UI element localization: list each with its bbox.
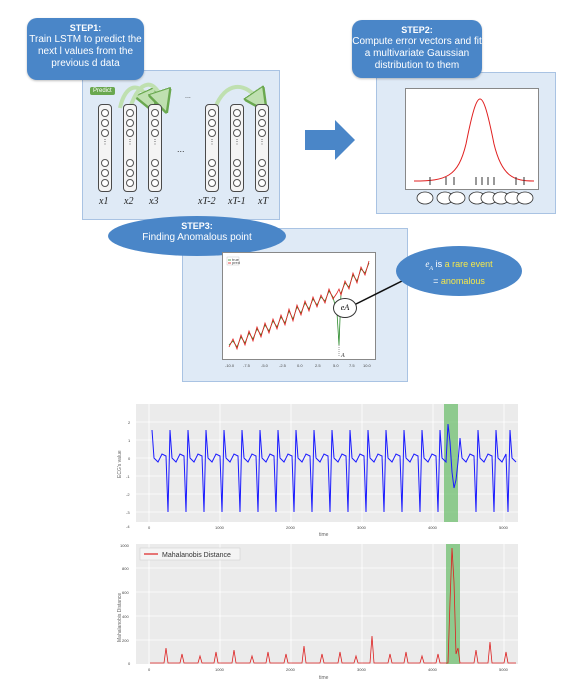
gaussian-curve bbox=[413, 98, 535, 182]
svg-text:0.0: 0.0 bbox=[297, 363, 303, 368]
svg-text:0: 0 bbox=[128, 456, 131, 461]
gaussian-plot bbox=[405, 88, 539, 190]
lstm-label-xT-1: xT-1 bbox=[228, 196, 246, 207]
svg-text:800: 800 bbox=[122, 566, 129, 571]
lstm-column-1: ⋮ bbox=[98, 104, 112, 192]
step2-callout: STEP2: Compute error vectors and fit a m… bbox=[352, 20, 482, 78]
lstm-predict-arrows: ... bbox=[118, 82, 275, 114]
svg-text:1: 1 bbox=[128, 438, 131, 443]
svg-text:-7.5: -7.5 bbox=[243, 363, 251, 368]
svg-text:10.0: 10.0 bbox=[363, 363, 372, 368]
ecg-yticks: 2 1 0 -1 -2 -3 -4 bbox=[126, 420, 131, 529]
svg-text:400: 400 bbox=[122, 614, 129, 619]
svg-text:5.0: 5.0 bbox=[333, 363, 339, 368]
predict-arrow-3 bbox=[213, 84, 260, 108]
lstm-label-xT-2: xT-2 bbox=[198, 196, 216, 207]
anomaly-cloud-highlight-2: anomalous bbox=[440, 275, 485, 286]
svg-text:200: 200 bbox=[122, 638, 129, 643]
step-arrow-icon bbox=[305, 120, 355, 160]
svg-text:3000: 3000 bbox=[357, 525, 367, 530]
step1-title: STEP1: bbox=[69, 23, 102, 33]
anomaly-point-label: A bbox=[340, 353, 345, 359]
ecg-xlabel: time bbox=[319, 532, 329, 538]
predict-label: Predict bbox=[90, 87, 115, 95]
anomaly-error-node: eA bbox=[333, 298, 357, 318]
svg-text:5000: 5000 bbox=[499, 667, 509, 672]
svg-text:4000: 4000 bbox=[428, 525, 438, 530]
svg-text:-2.5: -2.5 bbox=[279, 363, 287, 368]
mahal-anomaly-band bbox=[446, 544, 460, 664]
lstm-label-x3: x3 bbox=[149, 196, 159, 207]
svg-text:2: 2 bbox=[128, 420, 131, 425]
step3-title: STEP3: bbox=[181, 221, 213, 231]
mahal-ylabel: Mahalanobis Distance bbox=[117, 593, 123, 642]
svg-text:-1: -1 bbox=[126, 474, 130, 479]
svg-text:0: 0 bbox=[148, 667, 151, 672]
ecg-signal-line bbox=[151, 423, 517, 513]
predict-arrow-1 bbox=[118, 85, 150, 108]
svg-text:4000: 4000 bbox=[428, 667, 438, 672]
mahal-yticks: 1000 800 600 400 200 0 bbox=[120, 543, 131, 666]
predict-ellipsis: ... bbox=[185, 93, 191, 100]
anomaly-cloud: eA is a rare event = anomalous bbox=[396, 246, 522, 296]
svg-text:1000: 1000 bbox=[120, 543, 130, 548]
step1-text: Train LSTM to predict the next l values … bbox=[29, 34, 142, 69]
ecg-ylabel: ECG's value bbox=[117, 450, 123, 478]
lstm-column-2: ⋮ bbox=[123, 104, 137, 192]
lstm-column-3: ⋮ bbox=[148, 104, 162, 192]
svg-text:-4: -4 bbox=[126, 524, 130, 529]
svg-text:7.5: 7.5 bbox=[349, 363, 355, 368]
error-vector-nodes bbox=[416, 191, 534, 205]
step2-text: Compute error vectors and fit a multivar… bbox=[352, 36, 482, 71]
svg-text:2000: 2000 bbox=[286, 525, 296, 530]
ecg-xticks: 0 1000 2000 3000 4000 5000 bbox=[148, 525, 509, 530]
svg-text:0: 0 bbox=[128, 661, 131, 666]
mahal-xticks: 0 1000 2000 3000 4000 5000 bbox=[148, 667, 509, 672]
svg-text:1000: 1000 bbox=[215, 667, 225, 672]
mahal-xlabel: time bbox=[319, 675, 329, 681]
step1-callout: STEP1: Train LSTM to predict the next l … bbox=[27, 18, 144, 80]
mahal-legend: Mahalanobis Distance bbox=[162, 552, 231, 559]
svg-text:-2: -2 bbox=[126, 492, 130, 497]
step3-cloud: STEP3: Finding Anomalous point bbox=[108, 216, 286, 256]
svg-text:2.5: 2.5 bbox=[315, 363, 321, 368]
pred-series-line bbox=[228, 260, 370, 351]
svg-text:-10.0: -10.0 bbox=[225, 363, 235, 368]
svg-text:-5.0: -5.0 bbox=[261, 363, 269, 368]
mahalanobis-plot: Mahalanobis Distance Mahalanobis Distanc… bbox=[114, 542, 522, 682]
svg-text:2000: 2000 bbox=[286, 667, 296, 672]
mahal-signal-line bbox=[150, 547, 516, 664]
lstm-column-6: ⋮ bbox=[255, 104, 269, 192]
lstm-column-5: ⋮ bbox=[230, 104, 244, 192]
anomaly-cloud-highlight-1: a rare event bbox=[444, 259, 493, 269]
ecg-plot: ECG's value 2 1 0 -1 -2 -3 -4 0 1000 200… bbox=[114, 402, 522, 538]
lstm-label-xT: xT bbox=[258, 196, 268, 207]
svg-text:-3: -3 bbox=[126, 510, 130, 515]
anomaly-cloud-symbol: eA bbox=[425, 259, 434, 272]
svg-text:3000: 3000 bbox=[357, 667, 367, 672]
step3-text: Finding Anomalous point bbox=[142, 232, 252, 243]
lstm-column-4: ⋮ bbox=[205, 104, 219, 192]
predict-arrow-2 bbox=[128, 82, 163, 108]
lstm-label-x1: x1 bbox=[99, 196, 109, 207]
svg-text:0: 0 bbox=[148, 525, 151, 530]
legend-pred: pred bbox=[232, 260, 240, 265]
svg-text:1000: 1000 bbox=[215, 525, 225, 530]
step3-xticks: -10.0 -7.5 -5.0 -2.5 0.0 2.5 5.0 7.5 10.… bbox=[225, 363, 372, 368]
true-series-line bbox=[228, 262, 370, 348]
step2-title: STEP2: bbox=[401, 25, 433, 35]
lstm-ellipsis: ... bbox=[177, 144, 185, 154]
svg-text:5000: 5000 bbox=[499, 525, 509, 530]
lstm-label-x2: x2 bbox=[124, 196, 134, 207]
legend-true: true bbox=[232, 257, 240, 262]
svg-text:600: 600 bbox=[122, 590, 129, 595]
